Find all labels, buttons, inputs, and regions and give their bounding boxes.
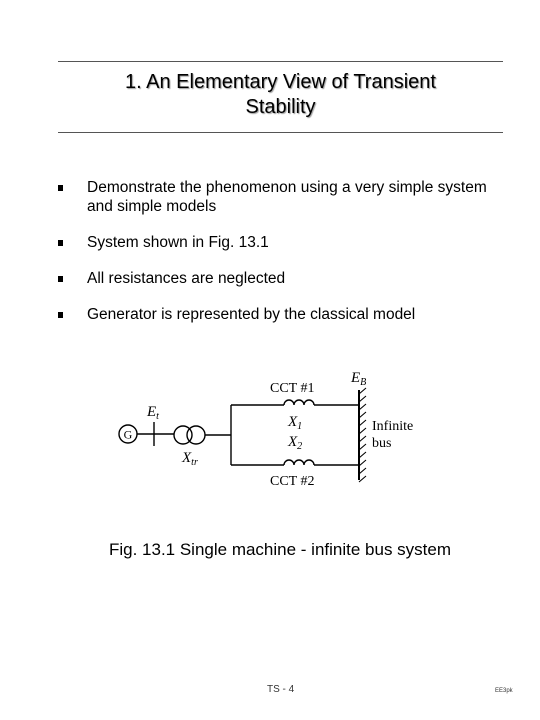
footer-tag: EE3pk bbox=[495, 688, 513, 694]
bullet-item: System shown in Fig. 13.1 bbox=[58, 233, 503, 252]
title-bottom-rule bbox=[58, 132, 503, 133]
bullet-square-icon bbox=[58, 240, 63, 246]
transformer-primary-icon bbox=[173, 425, 193, 445]
bullet-text: Demonstrate the phenomenon using a very … bbox=[87, 179, 487, 215]
cct1-label: CCT #1 bbox=[270, 381, 314, 396]
x2-inductor-icon bbox=[283, 459, 315, 466]
bullet-list: Demonstrate the phenomenon using a very … bbox=[58, 178, 503, 341]
slide-title-line-2: Stability bbox=[245, 96, 316, 118]
single-machine-infinite-bus-diagram: G Et Xtr CCT #1 X1 X2 CCT #2 EB Infinite… bbox=[118, 370, 413, 489]
ground-hatch-icon bbox=[358, 387, 367, 483]
infinite-bus-label-line-2: bus bbox=[372, 436, 391, 451]
bullet-item: Demonstrate the phenomenon using a very … bbox=[58, 178, 503, 216]
bullet-item: Generator is represented by the classica… bbox=[58, 305, 503, 324]
cct2-label: CCT #2 bbox=[270, 474, 314, 489]
bullet-square-icon bbox=[58, 185, 63, 191]
bullet-square-icon bbox=[58, 276, 63, 282]
eb-label: EB bbox=[350, 370, 366, 388]
bullet-text: All resistances are neglected bbox=[87, 270, 286, 287]
bullet-square-icon bbox=[58, 312, 63, 318]
page-number: TS - 4 bbox=[267, 684, 295, 695]
title-top-rule bbox=[58, 61, 503, 62]
et-label: Et bbox=[146, 404, 159, 422]
x1-label: X1 bbox=[287, 414, 302, 432]
figure-caption: Fig. 13.1 Single machine - infinite bus … bbox=[108, 540, 452, 559]
transformer-secondary-icon bbox=[186, 425, 206, 445]
bullet-text: System shown in Fig. 13.1 bbox=[87, 234, 269, 251]
xtr-label: Xtr bbox=[181, 450, 198, 468]
generator-label: G bbox=[124, 428, 133, 442]
slide-title-line-1: 1. An Elementary View of Transient bbox=[125, 71, 436, 93]
infinite-bus-label-line-1: Infinite bbox=[372, 419, 413, 434]
slide-title: 1. An Elementary View of Transient Stabi… bbox=[58, 70, 503, 120]
bullet-item: All resistances are neglected bbox=[58, 269, 503, 288]
x1-inductor-icon bbox=[283, 399, 315, 406]
bullet-text: Generator is represented by the classica… bbox=[87, 306, 416, 323]
x2-label: X2 bbox=[287, 434, 302, 452]
